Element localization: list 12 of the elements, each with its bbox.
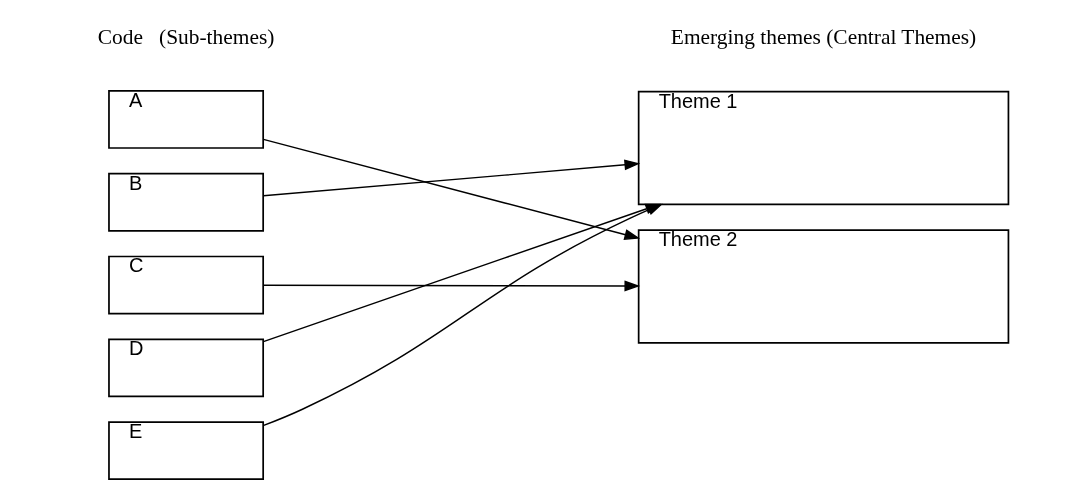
node-box: Theme 2 (637, 229, 1010, 344)
arrow (262, 280, 641, 292)
node-box: C (108, 255, 265, 315)
node-box: D (108, 338, 265, 398)
node-box: B (108, 172, 265, 232)
arrow (262, 159, 641, 197)
label: Emerging themes (Central Themes) (670, 25, 977, 50)
node-box: E (108, 421, 265, 481)
node-box: Theme 1 (637, 90, 1010, 206)
arrow (262, 138, 641, 240)
node-box: A (108, 90, 265, 149)
label: Code (Sub-themes) (97, 25, 275, 50)
